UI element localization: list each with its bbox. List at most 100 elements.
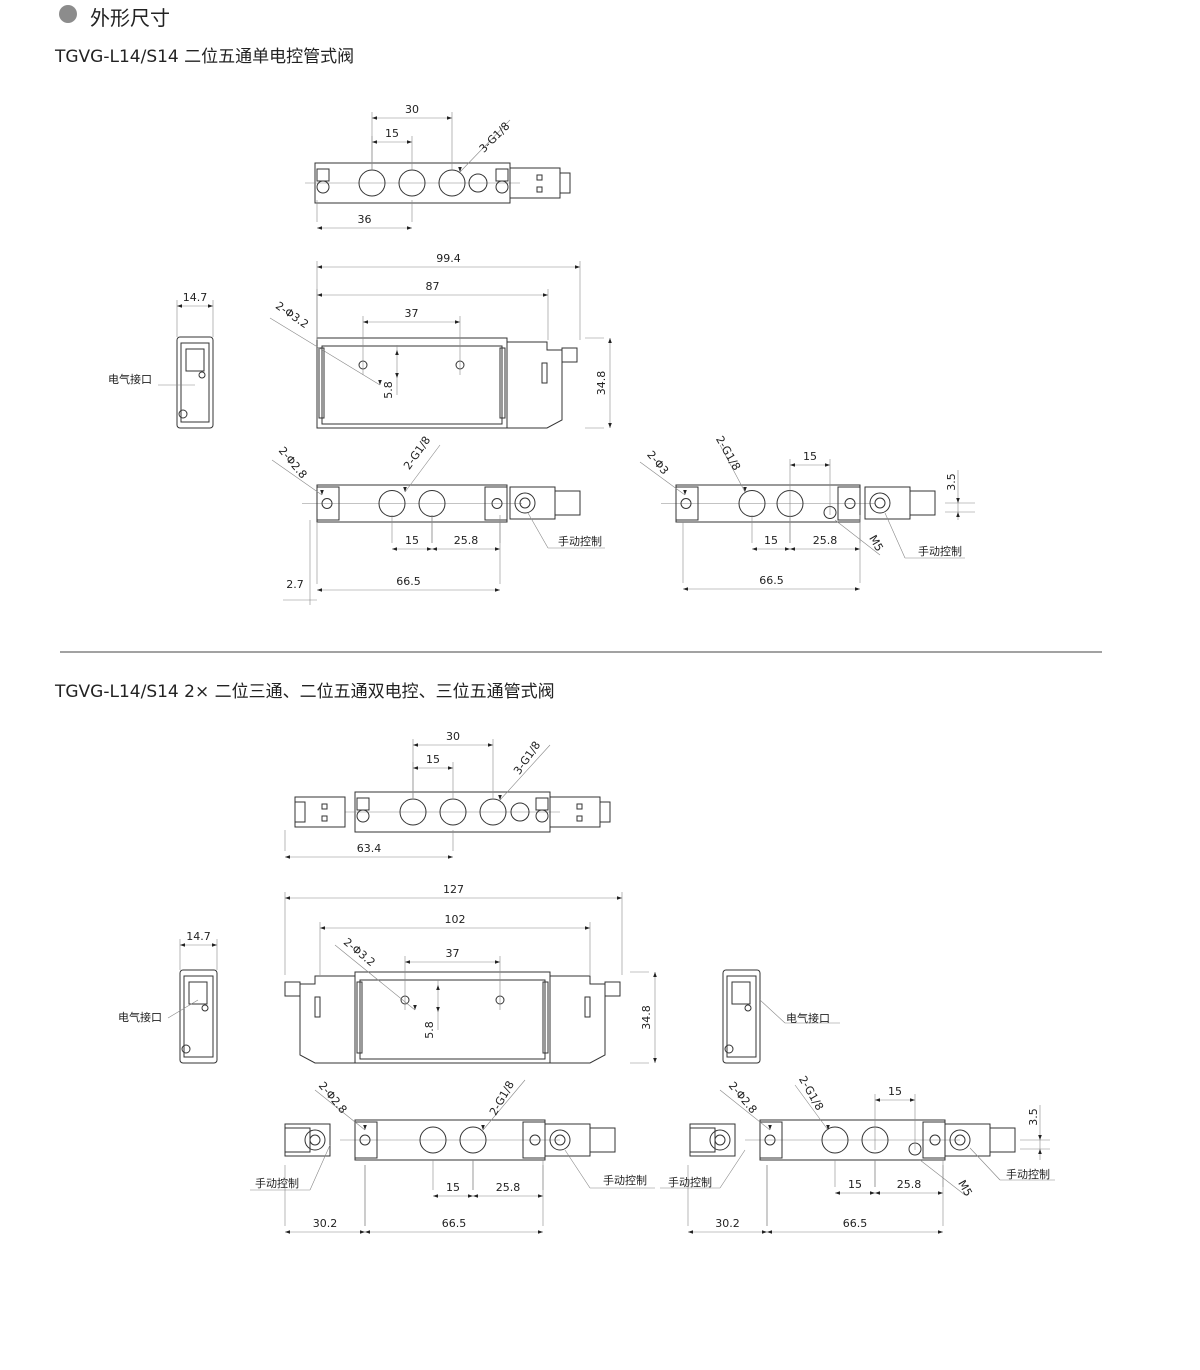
port-hole bbox=[510, 802, 530, 822]
leader-label: 2-Φ2.8 bbox=[276, 444, 310, 481]
valve-body-front bbox=[316, 337, 508, 429]
dimension-arrow bbox=[208, 304, 213, 308]
solenoid-housing bbox=[299, 975, 355, 1064]
leader-label: 2-Φ3 bbox=[644, 448, 671, 477]
electrical-connector bbox=[185, 348, 205, 372]
leader-line bbox=[564, 1149, 591, 1189]
dimension-arrow bbox=[360, 1230, 365, 1234]
dimension-arrow bbox=[617, 896, 622, 900]
dimension-arrow bbox=[448, 855, 453, 859]
end-cap bbox=[759, 1121, 783, 1159]
manual-override-connector bbox=[909, 490, 936, 516]
dimension-label: 66.5 bbox=[759, 574, 784, 587]
solenoid-housing bbox=[550, 975, 606, 1064]
leader-line bbox=[334, 944, 416, 1011]
dimension-label: 5.8 bbox=[423, 1021, 436, 1039]
dimension-label: 87 bbox=[426, 280, 440, 293]
manual-override-knob-inner bbox=[874, 497, 886, 509]
leader-label: 2-G1/8 bbox=[713, 434, 743, 473]
leader-label: 2-G1/8 bbox=[487, 1079, 517, 1118]
leader-label: 电气接口 bbox=[118, 1010, 162, 1024]
port-hole bbox=[419, 1126, 447, 1154]
mount-hole bbox=[929, 1134, 941, 1146]
leader-line bbox=[527, 512, 549, 549]
solenoid-pin bbox=[314, 996, 321, 1018]
screw-hole bbox=[495, 180, 509, 194]
dimension-arrow bbox=[875, 1191, 880, 1195]
dimension-arrow bbox=[785, 547, 790, 551]
port-hole bbox=[399, 798, 427, 826]
dimension-arrow bbox=[447, 116, 452, 120]
dimension-arrow bbox=[413, 1005, 417, 1010]
indicator bbox=[536, 174, 543, 181]
dimension-arrow bbox=[790, 463, 795, 467]
dimension-arrow bbox=[683, 587, 688, 591]
manual-override-connector bbox=[554, 490, 581, 516]
dimension-label: 30 bbox=[446, 730, 460, 743]
dimension-arrow bbox=[317, 226, 322, 230]
dimension-arrow bbox=[372, 140, 377, 144]
dimension-label: 14.7 bbox=[183, 291, 208, 304]
dimension-arrow bbox=[688, 1230, 693, 1234]
dimension-label: 14.7 bbox=[186, 930, 211, 943]
dimension-label: 37 bbox=[446, 947, 460, 960]
dimension-arrow bbox=[455, 320, 460, 324]
mount-hole bbox=[359, 1134, 371, 1146]
dimension-label: 25.8 bbox=[897, 1178, 922, 1191]
leader-label: 手动控制 bbox=[255, 1176, 299, 1190]
dimension-arrow bbox=[320, 490, 324, 495]
leader-label: 3-G1/8 bbox=[477, 120, 513, 156]
dimension-label: 15 bbox=[764, 534, 778, 547]
port-hole bbox=[459, 1126, 487, 1154]
manual-override-knob bbox=[949, 1129, 971, 1151]
screw bbox=[178, 409, 188, 419]
mount-hole bbox=[764, 1134, 776, 1146]
dimension-label: 66.5 bbox=[442, 1217, 467, 1230]
solenoid-housing bbox=[507, 341, 563, 429]
dimension-arrow bbox=[436, 1007, 440, 1012]
dimension-arrow bbox=[212, 943, 217, 947]
dimension-arrow bbox=[495, 960, 500, 964]
manual-override-knob bbox=[709, 1129, 731, 1151]
dimension-arrow bbox=[488, 743, 493, 747]
dimension-arrow bbox=[910, 1098, 915, 1102]
dimension-label: 15 bbox=[426, 753, 440, 766]
dimension-arrow bbox=[585, 926, 590, 930]
dimension-arrow bbox=[826, 1125, 830, 1130]
manual-override-knob bbox=[869, 492, 891, 514]
leader-line bbox=[719, 1089, 771, 1131]
manual-override-housing bbox=[284, 1123, 331, 1157]
dimension-arrow bbox=[317, 588, 322, 592]
dimension-arrow bbox=[1038, 1149, 1042, 1154]
indicator bbox=[321, 803, 328, 810]
leader-line bbox=[639, 461, 686, 496]
manual-override-knob bbox=[549, 1129, 571, 1151]
dimension-arrow bbox=[320, 926, 325, 930]
dimension-arrow bbox=[938, 1230, 943, 1234]
manual-override-knob-inner bbox=[554, 1134, 566, 1146]
dimension-arrow bbox=[870, 1191, 875, 1195]
port-hole bbox=[439, 798, 467, 826]
end-plate bbox=[318, 347, 325, 419]
dimension-label: 25.8 bbox=[454, 534, 479, 547]
dimension-arrow bbox=[608, 338, 612, 343]
leader-label: 手动控制 bbox=[603, 1173, 647, 1187]
dimension-arrow bbox=[653, 972, 657, 977]
dimension-arrow bbox=[285, 855, 290, 859]
dimension-arrow bbox=[835, 1191, 840, 1195]
dimension-label: 15 bbox=[405, 534, 419, 547]
manual-override-connector bbox=[989, 1127, 1016, 1153]
leader-line bbox=[794, 1084, 829, 1131]
dimension-arrow bbox=[825, 463, 830, 467]
dimension-label: 5.8 bbox=[382, 381, 395, 399]
dimension-arrow bbox=[608, 423, 612, 428]
dimension-arrow bbox=[436, 985, 440, 990]
side-view-body bbox=[179, 969, 218, 1064]
manual-override-knob-inner bbox=[954, 1134, 966, 1146]
leader-line bbox=[719, 1149, 746, 1189]
dimension-arrow bbox=[285, 1230, 290, 1234]
dimension-arrow bbox=[378, 380, 382, 385]
